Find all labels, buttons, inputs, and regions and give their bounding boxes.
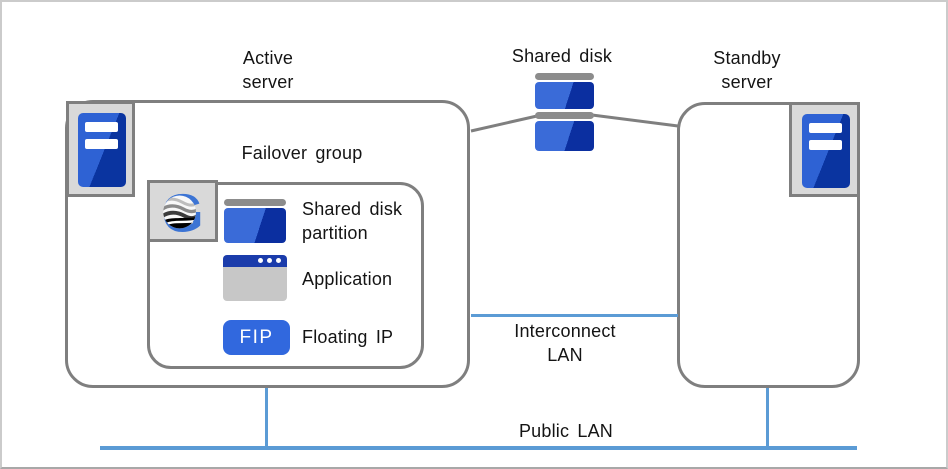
public-lan-label: Public LAN: [518, 421, 614, 441]
failover-group-box: [147, 182, 424, 369]
fip-badge: FIP: [223, 320, 290, 355]
server-tower-icon: [78, 113, 126, 187]
shared-disk-label: Shared disk: [511, 46, 613, 66]
interconnect-lan-label: Interconnect LAN: [514, 321, 616, 365]
disk-partition-icon: [224, 199, 286, 243]
failover-group-label: Failover group: [241, 143, 363, 163]
active-public-lan-drop-line: [265, 388, 268, 448]
app-window-icon: [223, 255, 287, 301]
standby-public-lan-drop-line: [766, 388, 769, 448]
application-label: Application: [302, 269, 393, 289]
shared-disk-partition-label: Shared disk partition: [302, 199, 403, 243]
standby-server-label: Standby server: [713, 48, 781, 92]
active-server-box: [65, 100, 470, 388]
standby-server-icon: [789, 102, 860, 197]
floating-ip-label: Floating IP: [302, 327, 394, 347]
active-server-label: Active server: [242, 48, 294, 92]
cluster-g-logo-icon: G: [147, 180, 218, 242]
standby-server-box: [677, 102, 860, 388]
active-server-icon: [66, 101, 135, 197]
public-lan-line: [100, 446, 857, 450]
server-tower-icon: [802, 114, 850, 188]
interconnect-lan-line: [471, 314, 678, 317]
stacked-disks-icon: [535, 73, 594, 151]
